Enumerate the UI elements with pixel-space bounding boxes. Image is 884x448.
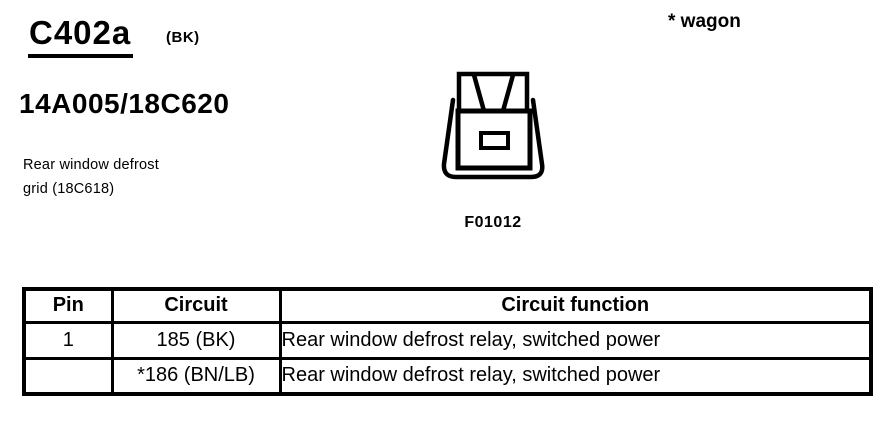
circuit-column-header: Circuit [110, 287, 282, 324]
connector-id-heading: C402a [28, 16, 134, 58]
circuit-cell: 185 (BK) [110, 320, 282, 360]
pinout-header-row: Pin Circuit Circuit function [22, 287, 873, 324]
component-description-line2: grid (18C618) [23, 181, 115, 197]
pin-column-header: Pin [22, 287, 114, 324]
circuit-function-column-header: Circuit function [278, 287, 873, 324]
connector-drawing [437, 62, 549, 184]
connector-outline-icon [441, 71, 545, 180]
circuit-function-cell: Rear window defrost relay, switched powe… [278, 320, 873, 360]
circuit-cell: *186 (BN/LB) [110, 356, 282, 396]
circuit-function-cell: Rear window defrost relay, switched powe… [278, 356, 873, 396]
table-row: 1 185 (BK) Rear window defrost relay, sw… [22, 320, 873, 360]
pin-cell: 1 [22, 320, 114, 360]
connector-color-code: (BK) [166, 29, 200, 46]
figure-label: F01012 [464, 214, 522, 231]
pin-cell [22, 356, 114, 396]
part-number: 14A005/18C620 [19, 88, 230, 119]
variant-note: * wagon [668, 11, 741, 32]
component-description: Rear window defrost grid (18C618) [23, 153, 159, 201]
component-description-line1: Rear window defrost [23, 157, 159, 173]
pinout-table: Pin Circuit Circuit function 1 185 (BK) … [22, 287, 873, 396]
table-row: *186 (BN/LB) Rear window defrost relay, … [22, 356, 873, 396]
